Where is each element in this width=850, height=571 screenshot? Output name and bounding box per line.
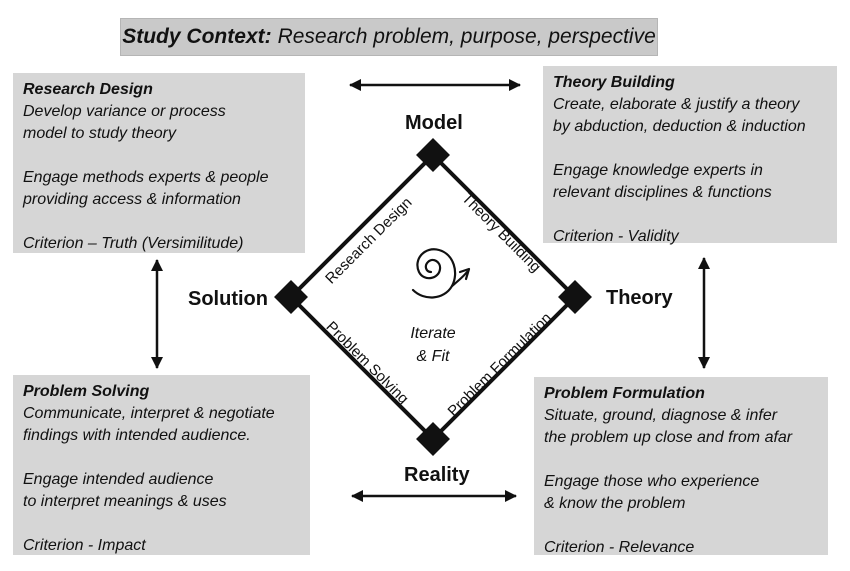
spiral-icon — [411, 248, 471, 299]
study-context-label: Study Context: — [122, 25, 272, 48]
problem-solving-desc-line: Communicate, interpret & negotiate — [23, 405, 275, 422]
problem-solving-box: Problem Solving Communicate, interpret &… — [13, 375, 310, 555]
theory-building-engage-line: relevant disciplines & functions — [553, 184, 772, 201]
theory-building-box: Theory Building Create, elaborate & just… — [543, 66, 837, 245]
center-iterate-text: Iterate — [410, 325, 455, 342]
study-context-text: Research problem, purpose, perspective — [277, 25, 656, 48]
node-label-model: Model — [405, 112, 463, 134]
theory-building-title: Theory Building — [553, 74, 675, 91]
problem-formulation-box: Problem Formulation Situate, ground, dia… — [534, 377, 828, 556]
problem-solving-engage-line: Engage intended audience — [23, 471, 214, 488]
corner-square-solution — [274, 280, 308, 314]
problem-formulation-engage-line: & know the problem — [544, 495, 686, 512]
research-design-criterion: Criterion – Truth (Versimilitude) — [23, 235, 244, 252]
research-design-engage-line: Engage methods experts & people — [23, 169, 269, 186]
research-design-desc-line: Develop variance or process — [23, 103, 226, 120]
problem-formulation-desc-line: the problem up close and from afar — [544, 429, 793, 446]
research-design-desc-line: model to study theory — [23, 125, 176, 142]
problem-solving-engage-line: to interpret meanings & uses — [23, 493, 227, 510]
node-label-reality: Reality — [404, 464, 470, 486]
study-context-banner: Study Context: Research problem, purpose… — [120, 18, 658, 56]
problem-solving-title: Problem Solving — [23, 383, 150, 400]
research-design-box: Research Design Develop variance or proc… — [13, 73, 305, 253]
theory-building-desc-line: Create, elaborate & justify a theory — [553, 96, 800, 113]
center-fit-text: & Fit — [417, 348, 450, 365]
problem-formulation-title: Problem Formulation — [544, 385, 705, 402]
problem-solving-desc-line: findings with intended audience. — [23, 427, 251, 444]
node-label-theory: Theory — [606, 287, 673, 309]
theory-building-engage-line: Engage knowledge experts in — [553, 162, 763, 179]
theory-building-desc-line: by abduction, deduction & induction — [553, 118, 806, 135]
problem-formulation-engage-line: Engage those who experience — [544, 473, 760, 490]
corner-square-theory — [558, 280, 592, 314]
theory-building-criterion: Criterion - Validity — [553, 228, 679, 245]
problem-solving-criterion: Criterion - Impact — [23, 537, 146, 554]
problem-formulation-desc-line: Situate, ground, diagnose & infer — [544, 407, 778, 424]
research-design-title: Research Design — [23, 81, 153, 98]
node-label-solution: Solution — [188, 288, 268, 310]
corner-square-model — [416, 138, 450, 172]
problem-formulation-criterion: Criterion - Relevance — [544, 539, 695, 556]
corner-square-reality — [416, 422, 450, 456]
research-design-engage-line: providing access & information — [23, 191, 241, 208]
